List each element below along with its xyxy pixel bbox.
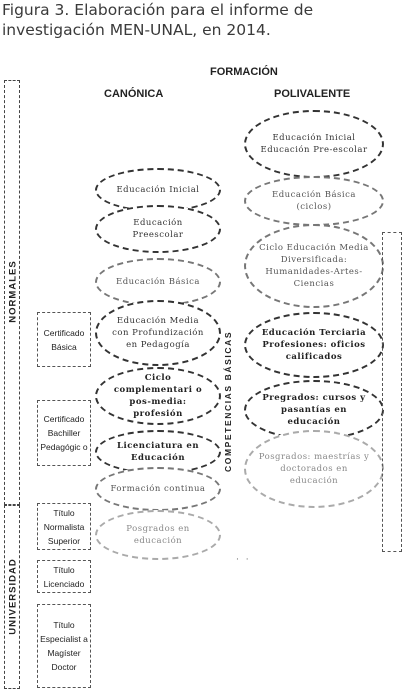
caption-line-2: investigación MEN-UNAL, en 2014. bbox=[2, 21, 271, 39]
canonica-posgrados: Posgrados en educación bbox=[95, 510, 221, 560]
polivalente-educacion-basica: Educación Básica (ciclos) bbox=[244, 176, 384, 226]
polivalente-ciclo-media: Ciclo Educación Media Diversificada: Hum… bbox=[244, 224, 384, 308]
certificado-bachiller: Certificado Bachiller Pedagógic o bbox=[37, 400, 91, 466]
canonica-educacion-basica: Educación Básica bbox=[95, 258, 221, 306]
canonica-educacion-media: Educación Media con Profundización en Pe… bbox=[95, 300, 221, 366]
polivalente-header: POLIVALENTE bbox=[274, 88, 351, 100]
polivalente-posgrados: Posgrados: maestrías y doctorados en edu… bbox=[244, 430, 384, 508]
titulo-licenciado: Título Licenciado bbox=[37, 560, 91, 593]
certificado-basica: Certificado Básica bbox=[37, 312, 91, 367]
titulo-normalista: Título Normalista Superior bbox=[37, 503, 91, 550]
canonica-educacion-preescolar: Educación Preescolar bbox=[95, 205, 221, 253]
canonica-ciclo-complementario: Ciclo complementari o pos-media: profesi… bbox=[95, 367, 221, 425]
normales-label: NORMALES bbox=[7, 260, 19, 323]
formacion-header: FORMACIÓN bbox=[210, 66, 278, 78]
caption-line-1: Figura 3. Elaboración para el informe de bbox=[2, 1, 314, 19]
competencias-basicas-label: COMPETENCIAS BÁSICAS bbox=[223, 330, 233, 472]
polivalente-educacion-terciaria: Educación Terciaria Profesiones: oficios… bbox=[244, 312, 384, 378]
titulo-especialista: Título Especialist a Magíster Doctor bbox=[37, 604, 91, 688]
canonica-formacion-continua: Formación continua bbox=[95, 467, 221, 511]
normales-column: NORMALES bbox=[4, 80, 20, 505]
canonica-header: CANÓNICA bbox=[104, 88, 164, 100]
universidad-label: UNIVERSIDAD bbox=[7, 558, 19, 635]
competencias-bracket bbox=[382, 232, 402, 552]
polivalente-educacion-inicial: Educación Inicial Educación Pre-escolar bbox=[244, 110, 384, 178]
trailing-dots: · · bbox=[236, 555, 251, 565]
universidad-column: UNIVERSIDAD bbox=[4, 505, 20, 689]
figure-caption: Figura 3. Elaboración para el informe de… bbox=[2, 0, 402, 40]
